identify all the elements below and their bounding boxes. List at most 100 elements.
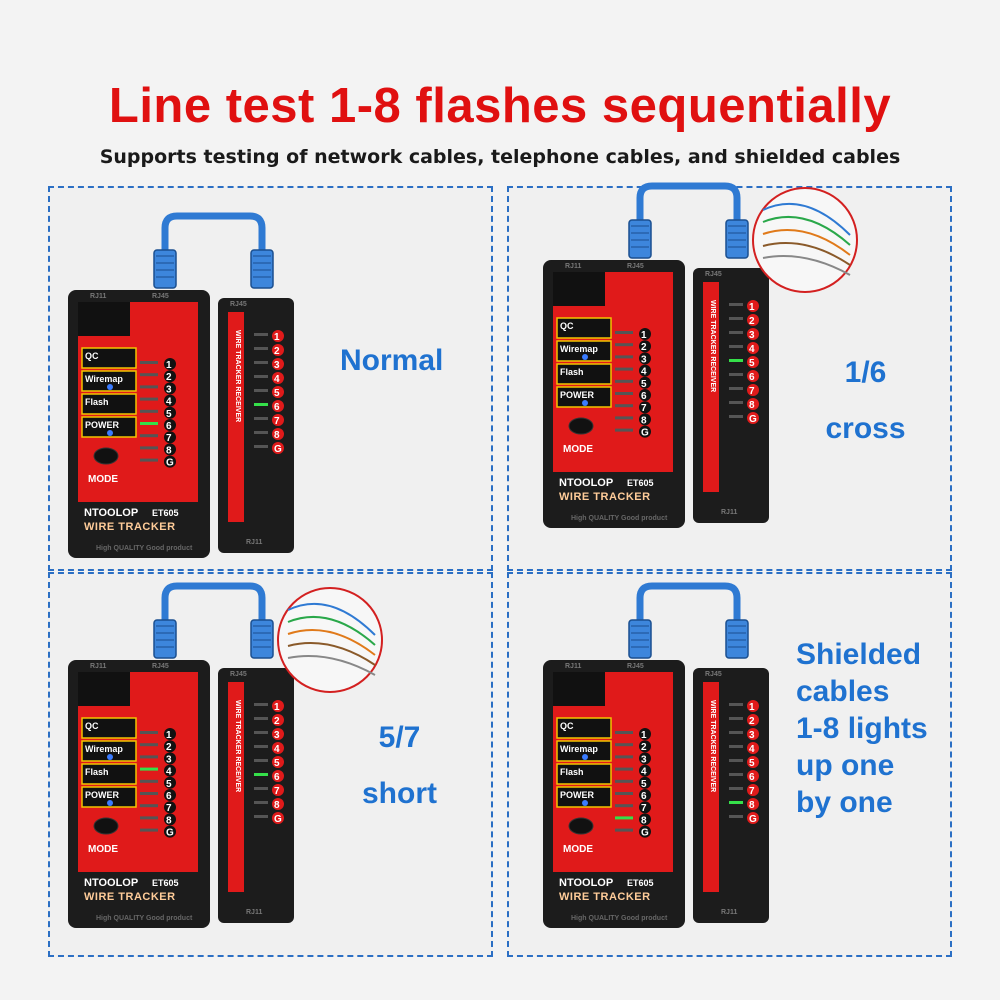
pin-led xyxy=(615,331,633,334)
pin-number: 2 xyxy=(641,742,647,753)
pin-badge xyxy=(164,406,176,419)
function-box xyxy=(81,740,137,762)
pin-number: G xyxy=(641,428,649,439)
pin-badge xyxy=(164,752,176,765)
pin-badge xyxy=(164,358,176,370)
pin-led xyxy=(615,767,633,771)
wire-strand xyxy=(287,655,376,676)
function-box xyxy=(556,740,612,762)
rj45-connector-icon xyxy=(153,619,177,659)
pin-led xyxy=(729,717,743,720)
pin-badge xyxy=(164,740,176,753)
wire-strand xyxy=(287,642,376,666)
pin-led xyxy=(140,373,158,377)
port-label: RJ11 xyxy=(565,663,581,670)
caption-line: Normal xyxy=(340,344,444,377)
function-box xyxy=(556,763,612,785)
pin-led xyxy=(140,828,158,832)
subheadline: Supports testing of network cables, tele… xyxy=(99,146,901,168)
wire-strand xyxy=(762,215,851,246)
pin-led xyxy=(140,731,158,734)
pin-badge xyxy=(639,413,651,426)
pin-number: 8 xyxy=(274,430,280,441)
pin-led xyxy=(729,401,743,404)
pin-badge xyxy=(164,382,176,395)
wire-strand xyxy=(762,255,851,276)
function-box xyxy=(81,393,137,415)
pin-led xyxy=(254,417,268,420)
pin-badge xyxy=(747,398,759,410)
pin-led xyxy=(254,361,268,364)
function-label: QC xyxy=(85,351,99,361)
pin-number: 1 xyxy=(641,730,647,741)
pin-number: 2 xyxy=(274,716,280,727)
pin-number: 8 xyxy=(166,815,172,826)
port-label: RJ11 xyxy=(246,539,262,546)
pin-badge xyxy=(164,728,176,740)
pin-number: 6 xyxy=(166,421,172,432)
mode-button xyxy=(93,447,119,465)
panel-cutout xyxy=(78,672,130,706)
pin-led xyxy=(729,773,743,776)
pin-number: 3 xyxy=(641,754,647,765)
pin-led xyxy=(254,801,268,804)
pin-number: 6 xyxy=(641,791,647,802)
pin-number: 1 xyxy=(641,330,647,341)
pin-number: 5 xyxy=(749,758,755,769)
function-box xyxy=(81,763,137,785)
pin-led xyxy=(615,355,633,359)
pin-led xyxy=(729,317,743,320)
pin-led xyxy=(254,389,268,392)
pin-badge xyxy=(639,364,651,377)
pin-led xyxy=(254,759,268,762)
function-label: QC xyxy=(85,721,99,731)
pin-number: G xyxy=(274,814,282,825)
function-label: POWER xyxy=(560,390,595,400)
device-name: WIRE TRACKER xyxy=(84,521,176,533)
pin-number: 6 xyxy=(274,402,280,413)
pin-badge xyxy=(164,431,176,444)
cable xyxy=(161,582,266,652)
pin-number: 5 xyxy=(749,358,755,369)
pin-led xyxy=(615,792,633,795)
pin-led xyxy=(729,373,743,376)
pin-led xyxy=(254,717,268,720)
pin-led xyxy=(254,431,268,434)
pin-led xyxy=(140,792,158,795)
pin-number: G xyxy=(749,414,757,425)
pin-badge xyxy=(639,728,651,740)
pin-badge xyxy=(272,372,284,384)
pin-badge xyxy=(164,455,176,468)
caption-shielded: Shielded cables 1-8 lights up one by one xyxy=(796,636,928,821)
function-box xyxy=(81,786,137,808)
pin-number: 4 xyxy=(641,767,647,778)
blue-led-icon xyxy=(582,354,588,360)
device-name: WIRE TRACKER xyxy=(559,491,651,503)
pin-led xyxy=(615,416,633,420)
pin-number: 4 xyxy=(749,344,755,355)
pin-number: 8 xyxy=(274,800,280,811)
pin-number: 3 xyxy=(166,754,172,765)
caption-line: cross xyxy=(825,412,906,445)
port-label: RJ11 xyxy=(246,909,262,916)
pin-led xyxy=(729,331,743,334)
pin-led xyxy=(615,743,633,747)
pin-badge xyxy=(639,825,651,838)
panel-cutout xyxy=(553,272,605,306)
wire-strand xyxy=(762,242,851,266)
model-label: ET605 xyxy=(152,878,179,888)
function-label: POWER xyxy=(85,790,120,800)
function-label: Flash xyxy=(560,367,584,377)
pin-led xyxy=(254,445,268,448)
pin-led xyxy=(140,434,158,438)
pin-led xyxy=(140,422,158,425)
pin-number: 7 xyxy=(641,403,647,414)
port-label: RJ45 xyxy=(152,293,169,300)
pin-led xyxy=(140,397,158,401)
pin-number: 8 xyxy=(166,445,172,456)
rj45-connector-icon xyxy=(250,249,274,289)
port-label: RJ11 xyxy=(90,663,106,670)
pin-badge xyxy=(639,801,651,814)
